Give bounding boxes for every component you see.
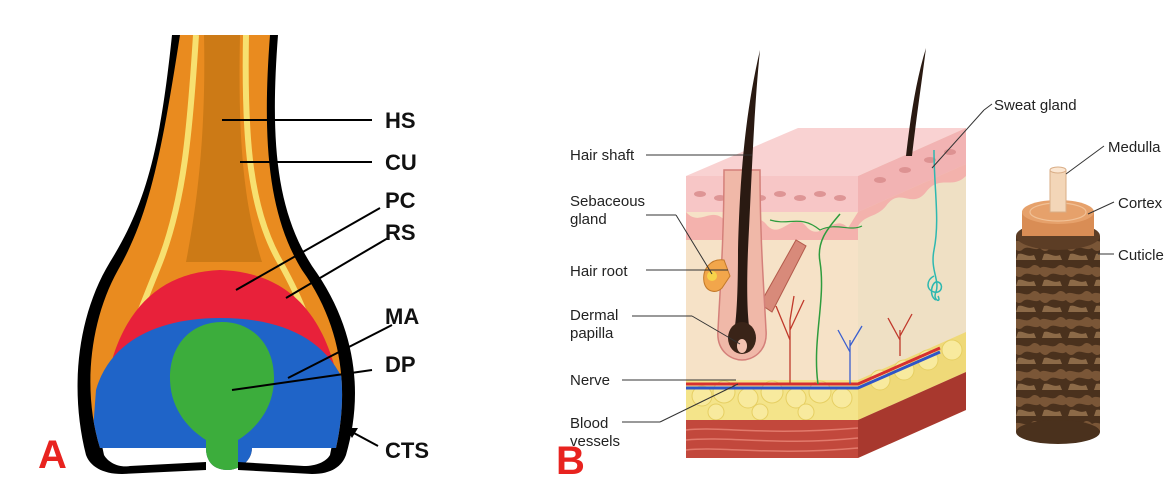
label-sebaceous-gland-line1: Sebaceous xyxy=(570,193,645,210)
epidermis-layer xyxy=(686,176,858,212)
sebaceous-droplet xyxy=(707,271,717,281)
label-ma: MA xyxy=(385,304,419,329)
label-sebaceous-gland-line2: gland xyxy=(570,211,607,228)
hair-cross-section xyxy=(1016,167,1100,444)
label-nerve: Nerve xyxy=(570,372,610,389)
panel-a-letter: A xyxy=(38,433,67,477)
label-dermal-papilla-line1: Dermal xyxy=(570,307,618,324)
medulla-body xyxy=(1050,170,1066,212)
label-cortex: Cortex xyxy=(1118,195,1163,212)
cuticle-bottom xyxy=(1016,420,1100,444)
medulla-top xyxy=(1050,167,1066,173)
label-medulla: Medulla xyxy=(1108,139,1161,156)
label-hair-root: Hair root xyxy=(570,263,628,280)
bulb-bottom-right xyxy=(238,455,346,474)
panel-a: HS CU PC RS MA DP CTS A xyxy=(38,30,429,480)
panel-b-letter: B xyxy=(556,439,585,483)
label-dermal-papilla-line2: papilla xyxy=(570,325,614,342)
label-hs: HS xyxy=(385,108,416,133)
dermal-papilla-b xyxy=(737,339,747,353)
pointer-sweat-gland-h xyxy=(984,104,992,110)
pointer-cts xyxy=(352,432,378,446)
bulb-bottom-left xyxy=(86,455,206,474)
label-blood-vessels-line1: Blood xyxy=(570,415,608,432)
panel-b: Hair shaft Sebaceous gland Hair root Der… xyxy=(556,48,1164,483)
label-dp: DP xyxy=(385,352,416,377)
pointer-medulla xyxy=(1066,146,1104,174)
label-rs: RS xyxy=(385,220,416,245)
label-pc: PC xyxy=(385,188,416,213)
label-cu: CU xyxy=(385,150,417,175)
label-hair-shaft: Hair shaft xyxy=(570,147,635,164)
cuticle-body xyxy=(1016,236,1100,432)
label-sweat-gland: Sweat gland xyxy=(994,97,1077,114)
label-cuticle: Cuticle xyxy=(1118,247,1164,264)
label-cts: CTS xyxy=(385,438,429,463)
